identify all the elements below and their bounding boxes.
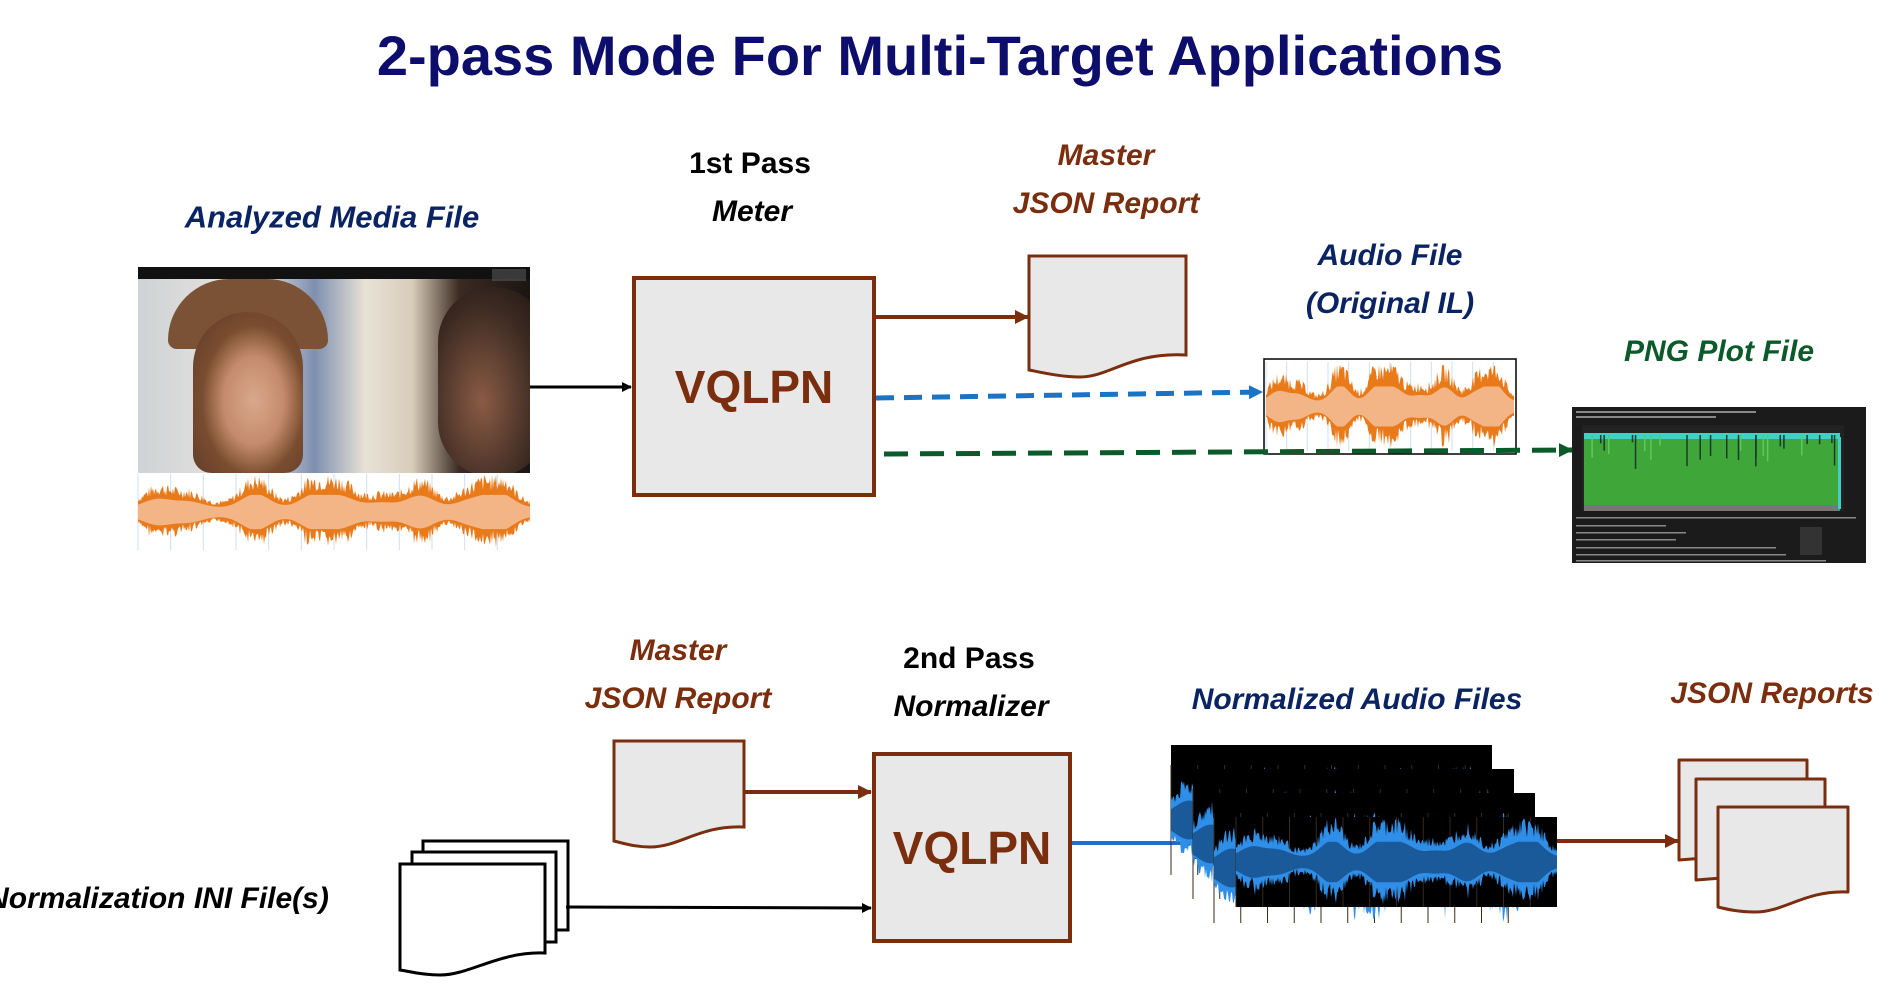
arrow-meter-to-png-plot (883, 443, 1573, 458)
bottom-master-report-label-line2: JSON Report (584, 682, 772, 715)
plot-dip (1833, 435, 1836, 466)
plot-dip (1631, 435, 1634, 443)
plot-dip (1725, 435, 1728, 459)
normalized-audio-files-stack (1170, 745, 1557, 923)
normalized-waveform-outer (1193, 789, 1514, 898)
ini-files-stack-icon (398, 839, 570, 977)
normalized-audio-file-1 (1170, 745, 1492, 875)
plot-dip (1806, 435, 1808, 445)
analyzed-media-file-label: Analyzed Media File (184, 199, 480, 235)
plot-dip (1608, 435, 1610, 455)
normalized-audio-frame (1214, 793, 1535, 883)
plot-text-lines (1576, 411, 1856, 562)
video-watermark (492, 269, 526, 281)
plot-dip (1659, 435, 1661, 446)
vqlpn-normalizer-label: VQLPN (892, 821, 1052, 874)
png-plot-file-label: PNG Plot File (1623, 335, 1815, 368)
plot-dip (1591, 435, 1593, 458)
first-pass-label: 1st Pass (689, 147, 811, 180)
normalized-audio-frame (1236, 817, 1557, 907)
audio-file-label-line2: (Original IL) (1305, 287, 1475, 320)
plot-dip (1818, 435, 1821, 445)
plot-loudness-top (1584, 433, 1840, 439)
normalized-audio-file-3 (1213, 793, 1535, 923)
normalized-waveform-inner (1214, 843, 1535, 893)
normalized-audio-frame (1193, 769, 1514, 859)
vqlpn-meter-box: VQLPN (632, 276, 876, 497)
master-report-label-line1: Master (1057, 139, 1155, 172)
plot-dip (1644, 435, 1646, 452)
normalizer-label: Normalizer (893, 690, 1049, 723)
normalized-audio-frame (1171, 745, 1492, 835)
original-il-waveform (1265, 362, 1514, 451)
bottom-master-report-label-line1: Master (629, 634, 727, 667)
source-waveform-outer (138, 474, 530, 548)
json-reports-stack-icon (1677, 758, 1850, 914)
plot-dip (1779, 435, 1782, 447)
normalized-waveform-inner (1236, 841, 1557, 883)
plot-graphic (1576, 411, 1856, 562)
plot-dip (1650, 435, 1652, 460)
normalized-waveform-inner (1171, 795, 1492, 845)
normalized-waveform-inner (1193, 819, 1514, 869)
audio-file-frame (1263, 358, 1517, 455)
arrow-meter-to-audio-file (875, 385, 1263, 401)
master-report-label-line2: JSON Report (1012, 187, 1200, 220)
source-audio-waveform (137, 474, 530, 550)
normalized-waveform-outer (1214, 813, 1535, 923)
plot-dip (1634, 435, 1637, 469)
meter-label: Meter (711, 195, 793, 228)
plot-loudness-fill (1584, 435, 1840, 505)
page-title: 2-pass Mode For Multi-Target Application… (376, 24, 1504, 87)
normalized-audio-file-2 (1192, 769, 1514, 899)
vqlpn-normalizer-box: VQLPN (872, 752, 1072, 943)
plot-dip (1762, 435, 1765, 456)
normalization-ini-label: Normalization INI File(s) (0, 882, 329, 915)
bottom-master-json-document-icon (612, 739, 746, 849)
plot-dip (1755, 435, 1757, 458)
normalized-waveform-outer (1236, 817, 1557, 905)
png-plot-thumbnail (1572, 407, 1866, 563)
arrow-ini-to-normalizer (565, 902, 872, 913)
json-reports-label: JSON Reports (1670, 677, 1874, 710)
master-json-document-icon (1027, 254, 1188, 379)
source-waveform-inner (138, 494, 530, 530)
second-pass-label: 2nd Pass (903, 642, 1035, 675)
vqlpn-meter-label: VQLPN (674, 360, 834, 413)
plot-dip (1766, 435, 1769, 462)
plot-dip (1603, 435, 1605, 451)
analyzed-media-thumbnail (138, 267, 530, 473)
plot-dip (1739, 435, 1742, 451)
plot-dip (1686, 435, 1688, 467)
video-second-person (438, 287, 530, 473)
normalized-waveform-outer (1171, 765, 1492, 873)
plot-dip (1737, 435, 1740, 460)
video-person-face (193, 312, 303, 473)
plot-dips (1591, 435, 1836, 469)
normalized-audio-file-4 (1235, 817, 1557, 907)
plot-baseline (1584, 505, 1840, 511)
plot-dip (1599, 435, 1602, 444)
il-waveform-outer (1266, 362, 1514, 448)
plot-dip (1709, 435, 1712, 456)
plot-dip (1783, 435, 1785, 449)
plot-dip (1801, 435, 1803, 456)
audio-file-label-line1: Audio File (1317, 239, 1463, 272)
plot-meter-bar (1838, 437, 1841, 509)
il-waveform-inner (1266, 386, 1514, 427)
normalized-audio-files-label: Normalized Audio Files (1191, 683, 1523, 716)
plot-dip (1831, 435, 1833, 444)
plot-dip (1699, 435, 1701, 460)
